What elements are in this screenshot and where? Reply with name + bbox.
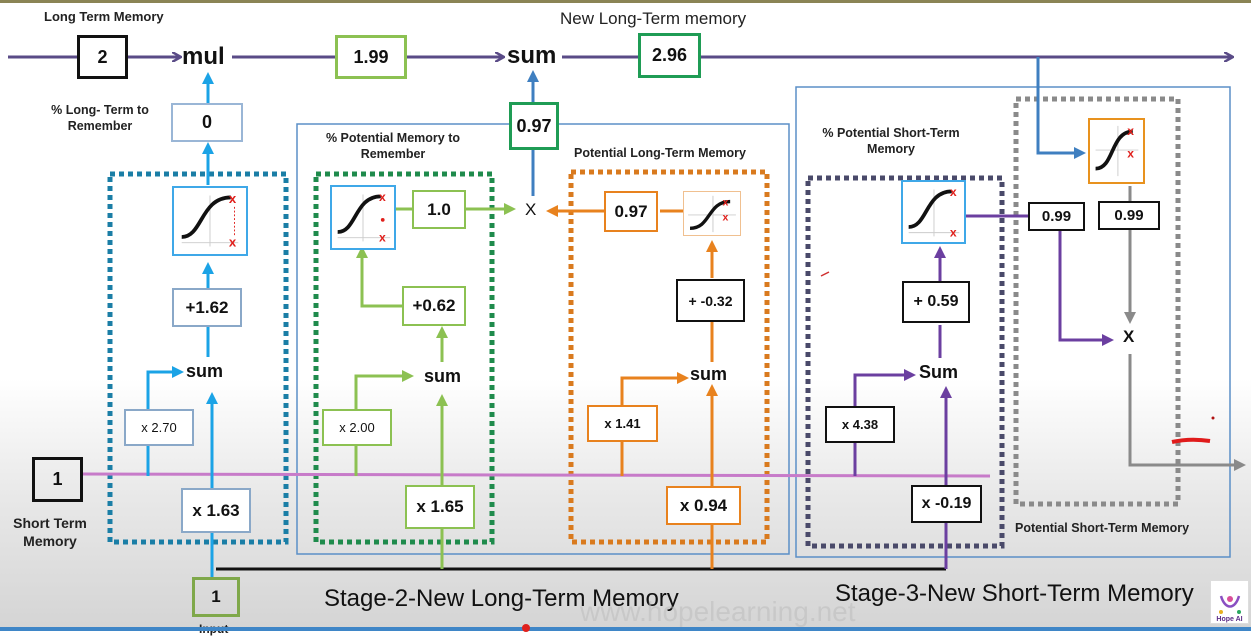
video-top-bar — [0, 0, 1251, 3]
svg-text:x: x — [379, 190, 386, 204]
forget-short-weight-box: x 2.70 — [124, 409, 194, 446]
svg-text:x: x — [1127, 147, 1134, 161]
new-long-term-value-box: 2.96 — [638, 33, 701, 78]
stage2-title: Stage-2-New Long-Term Memory — [324, 585, 679, 612]
forget-input-weight-box: x 1.63 — [181, 488, 251, 533]
output-input-weight-box: x -0.19 — [911, 485, 982, 523]
output-short-weight-box: x 4.38 — [825, 406, 895, 443]
potential-short-term-label: Potential Short-Term Memory — [1015, 521, 1190, 535]
potential-long-term-label: Potential Long-Term Memory — [574, 146, 747, 160]
hope-ai-logo: Hope AI — [1210, 580, 1249, 624]
video-progress-handle[interactable] — [522, 624, 530, 632]
candidate-bias-box: + -0.32 — [676, 279, 745, 322]
svg-text:x: x — [379, 230, 386, 244]
red-annotation-mark — [1171, 437, 1211, 444]
forget-gate-frame — [107, 171, 289, 545]
svg-text:x: x — [1127, 124, 1134, 138]
pct-long-term-to-remember-label: % Long- Term to Remember — [51, 103, 149, 133]
pct-potential-memory-label: % Potential Memory to Remember — [325, 131, 461, 161]
video-progress-bar[interactable] — [0, 627, 1251, 631]
input-value-box: 1 — [192, 577, 240, 617]
output-bias-box: + 0.59 — [902, 281, 970, 323]
input-gate-output-box: 1.0 — [412, 190, 466, 229]
input-input-weight-box: x 1.65 — [405, 485, 475, 529]
forget-sum-op: sum — [186, 361, 224, 381]
short-term-multiply-op: X — [1123, 327, 1135, 346]
forget-gate-output-box: 0 — [171, 103, 243, 142]
sum-op-top: sum — [507, 42, 557, 69]
svg-text:x: x — [723, 196, 729, 208]
candidate-short-weight-box: x 1.41 — [587, 405, 658, 442]
candidate-frame — [568, 169, 770, 545]
stage2-product-value-box: 0.97 — [509, 102, 559, 150]
svg-text:x: x — [723, 212, 729, 224]
input-bias-box: +0.62 — [402, 286, 466, 326]
short-term-memory-label: Short Term Memory — [13, 515, 87, 549]
long-term-value-box: 2 — [77, 35, 128, 79]
stage3-title: Stage-3-New Short-Term Memory — [835, 580, 1194, 607]
forget-bias-box: +1.62 — [172, 288, 242, 327]
candidate-input-weight-box: x 0.94 — [666, 486, 741, 525]
output-sum-op: Sum — [919, 362, 959, 382]
svg-text:x: x — [950, 185, 957, 199]
stage2-multiply-op: X — [525, 200, 537, 219]
svg-text:x: x — [229, 191, 237, 206]
output-gate-output-box: 0.99 — [1028, 202, 1085, 231]
tanh-output-box: 0.99 — [1098, 201, 1160, 230]
logo-icon — [1218, 595, 1241, 614]
pct-potential-short-term-label: % Potential Short-Term Memory — [822, 126, 960, 156]
potential-short-frame — [1013, 96, 1181, 507]
watermark: www.hopelearning.net — [580, 596, 856, 627]
output-gate-frame — [805, 175, 1005, 549]
stage3-frame — [795, 86, 1231, 558]
candidate-output-box: 0.97 — [604, 191, 658, 232]
new-long-term-memory-label: New Long-Term memory — [560, 9, 747, 28]
after-forget-value-box: 1.99 — [335, 35, 407, 79]
svg-text:x: x — [229, 234, 237, 249]
candidate-sum-op: sum — [690, 364, 728, 384]
mul-op: mul — [182, 43, 225, 70]
short-term-value-box: 1 — [32, 457, 83, 502]
input-gate-frame — [313, 171, 495, 545]
input-sum-op: sum — [424, 366, 462, 386]
long-term-memory-label: Long Term Memory — [44, 9, 164, 24]
logo-text: Hope AI — [1216, 616, 1243, 623]
svg-text:x: x — [950, 225, 957, 239]
input-short-weight-box: x 2.00 — [322, 409, 392, 446]
